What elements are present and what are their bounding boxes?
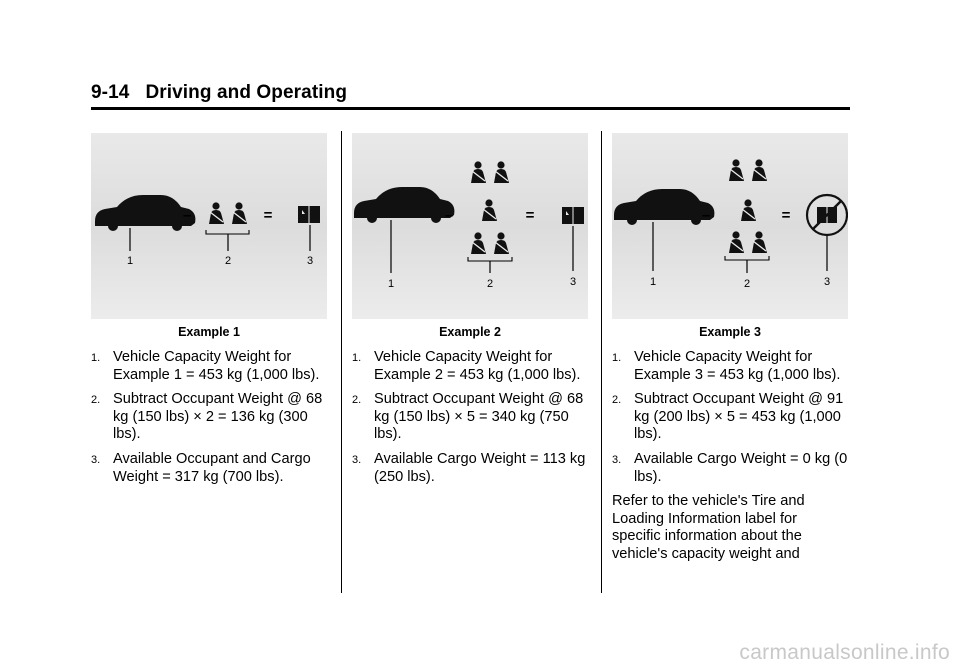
list-item: 3. Available Occupant and Cargo Weight = …: [91, 451, 327, 486]
list-item: 1. Vehicle Capacity Weight for Example 3 …: [612, 349, 848, 384]
callout-2: 2: [487, 278, 493, 290]
occupant-icon: [494, 232, 509, 254]
car-icon: [354, 187, 455, 223]
occupant-icon: [741, 199, 756, 221]
example-1-illustration: 1 – 2 = 3: [91, 133, 327, 319]
step-number: 2.: [91, 394, 101, 407]
equals-sign: =: [526, 207, 535, 224]
step-text: Available Cargo Weight = 0 kg (0 lbs).: [634, 450, 848, 485]
callout-1: 1: [388, 278, 394, 290]
example-1-column: 1 – 2 = 3 Example 1: [91, 133, 327, 493]
section-title: Driving and Operating: [145, 82, 348, 103]
example-3-figure: 1 – 2 = 3: [612, 133, 848, 319]
list-item: 2. Subtract Occupant Weight @ 68 kg (150 …: [91, 391, 327, 444]
occupant-icon: [729, 231, 744, 253]
list-item: 2. Subtract Occupant Weight @ 91 kg (200 …: [612, 391, 848, 444]
callout-2: 2: [744, 278, 750, 290]
car-icon: [614, 189, 715, 225]
occupant-icon: [494, 161, 509, 183]
loading-label-note: Refer to the vehicle's Tire and Loading …: [612, 493, 805, 562]
example-1-steps: 1. Vehicle Capacity Weight for Example 1 …: [91, 349, 327, 486]
step-number: 1.: [612, 352, 622, 364]
occupant-icon: [482, 199, 497, 221]
equals-sign: =: [264, 207, 273, 224]
list-item: 3. Available Cargo Weight = 0 kg (0 lbs).: [612, 451, 848, 486]
step-number: 2.: [612, 394, 622, 407]
figure-background: [352, 133, 588, 319]
header-text: 9-14 Driving and Operating: [91, 82, 850, 104]
page-number: 9-14: [91, 82, 130, 103]
callout-3: 3: [307, 255, 313, 267]
step-text: Available Occupant and Cargo Weight = 31…: [113, 450, 311, 485]
step-number: 2.: [352, 394, 362, 407]
example-2-column: 1 – 2 = 3 Example 2 1. Vehicle Capacity W…: [352, 133, 588, 493]
step-number: 3.: [352, 453, 362, 466]
no-cargo-icon: [805, 193, 848, 237]
equals-sign: =: [782, 207, 791, 224]
step-text: Vehicle Capacity Weight for Example 1 = …: [113, 349, 320, 383]
occupant-icon: [471, 232, 486, 254]
occupant-icon: [471, 161, 486, 183]
occupant-icon: [752, 231, 767, 253]
list-item: 1. Vehicle Capacity Weight for Example 1 …: [91, 349, 327, 384]
callout-3: 3: [570, 276, 576, 288]
minus-sign: –: [445, 207, 453, 224]
step-text: Subtract Occupant Weight @ 91 kg (200 lb…: [634, 391, 844, 443]
example-3-caption: Example 3: [699, 325, 761, 339]
list-item: 2. Subtract Occupant Weight @ 68 kg (150 …: [352, 391, 588, 444]
example-2-caption: Example 2: [439, 325, 501, 339]
cargo-icon: [298, 206, 320, 223]
callout-2: 2: [225, 255, 231, 267]
step-number: 1.: [91, 352, 101, 364]
step-text: Subtract Occupant Weight @ 68 kg (150 lb…: [113, 391, 323, 443]
occupant-icon: [729, 159, 744, 181]
page-header: 9-14 Driving and Operating: [91, 82, 850, 110]
occupant-icon: [752, 159, 767, 181]
column-divider-2: [601, 131, 602, 593]
example-2-figure: 1 – 2 = 3: [352, 133, 588, 319]
callout-1: 1: [127, 255, 133, 267]
watermark: carmanualsonline.info: [739, 641, 950, 664]
step-text: Subtract Occupant Weight @ 68 kg (150 lb…: [374, 391, 584, 443]
list-item: 3. Available Cargo Weight = 113 kg (250 l…: [352, 451, 588, 486]
example-3-column: 1 – 2 = 3 Example 3 1. Vehicle Capacity W…: [612, 133, 848, 578]
step-number: 3.: [612, 453, 622, 466]
example-3-steps: 1. Vehicle Capacity Weight for Example 3 …: [612, 349, 848, 486]
example-2-steps: 1. Vehicle Capacity Weight for Example 2 …: [352, 349, 588, 486]
callout-1: 1: [650, 276, 656, 288]
example-1-figure: 1 – 2 = 3: [91, 133, 327, 319]
occupant-icon: [209, 202, 224, 224]
column-divider-1: [341, 131, 342, 593]
example-2-illustration: 1 – 2 = 3: [352, 133, 588, 319]
callout-3: 3: [824, 276, 830, 288]
step-text: Available Cargo Weight = 113 kg (250 lbs…: [374, 450, 586, 485]
header-rule: [91, 107, 850, 110]
minus-sign: –: [183, 207, 191, 224]
example-1-caption: Example 1: [178, 325, 240, 339]
list-item: 1. Vehicle Capacity Weight for Example 2 …: [352, 349, 588, 384]
example-3-illustration: 1 – 2 = 3: [612, 133, 848, 319]
step-text: Vehicle Capacity Weight for Example 3 = …: [634, 349, 841, 383]
minus-sign: –: [702, 207, 710, 224]
step-number: 1.: [352, 352, 362, 364]
car-icon: [95, 195, 196, 231]
step-number: 3.: [91, 453, 101, 466]
occupant-icon: [232, 202, 247, 224]
step-text: Vehicle Capacity Weight for Example 2 = …: [374, 349, 581, 383]
cargo-icon: [562, 207, 584, 224]
figure-background: [612, 133, 848, 319]
